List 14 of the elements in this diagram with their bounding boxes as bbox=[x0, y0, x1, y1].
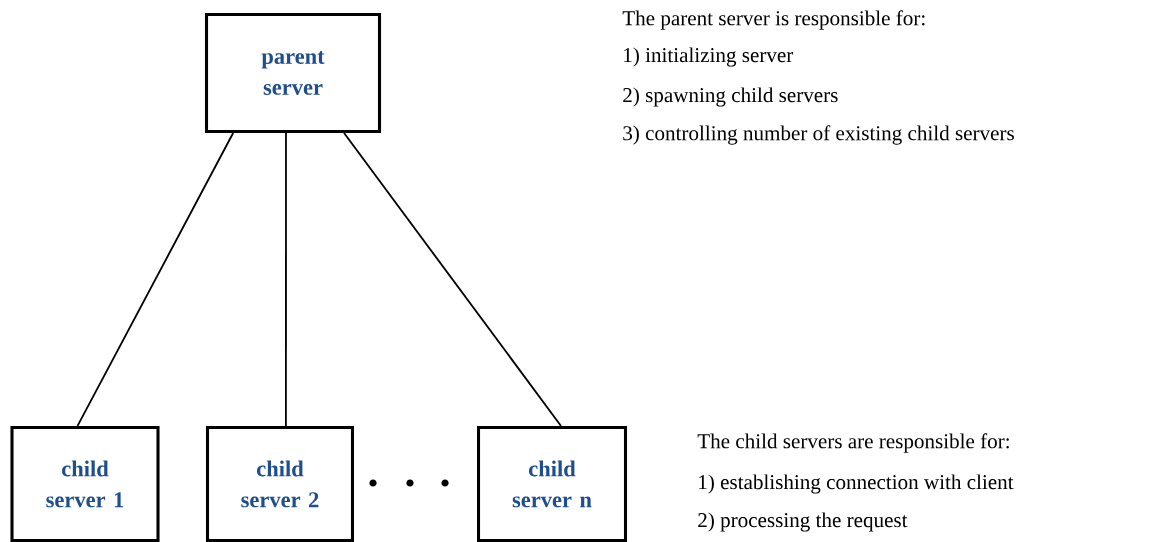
server-box: child server n bbox=[476, 425, 628, 542]
server-box: child server 2 bbox=[205, 425, 355, 542]
connector-line bbox=[285, 132, 287, 427]
note-text: 1) initializing server bbox=[624, 47, 794, 67]
connector-line bbox=[76, 132, 235, 427]
connector-line bbox=[343, 132, 562, 427]
note-text: 2) spawning child servers bbox=[623, 87, 838, 107]
note-text: 2) processing the request bbox=[698, 512, 908, 532]
server-box: parent server bbox=[204, 12, 382, 134]
note-text: The parent server is responsible for: bbox=[622, 10, 925, 30]
note-text: 1) establishing connection with client bbox=[699, 474, 1014, 494]
note-text: The child servers are responsible for: bbox=[697, 433, 1009, 453]
server-box: child server 1 bbox=[10, 425, 160, 542]
note-text: 3) controlling number of existing child servers bbox=[623, 125, 1014, 145]
